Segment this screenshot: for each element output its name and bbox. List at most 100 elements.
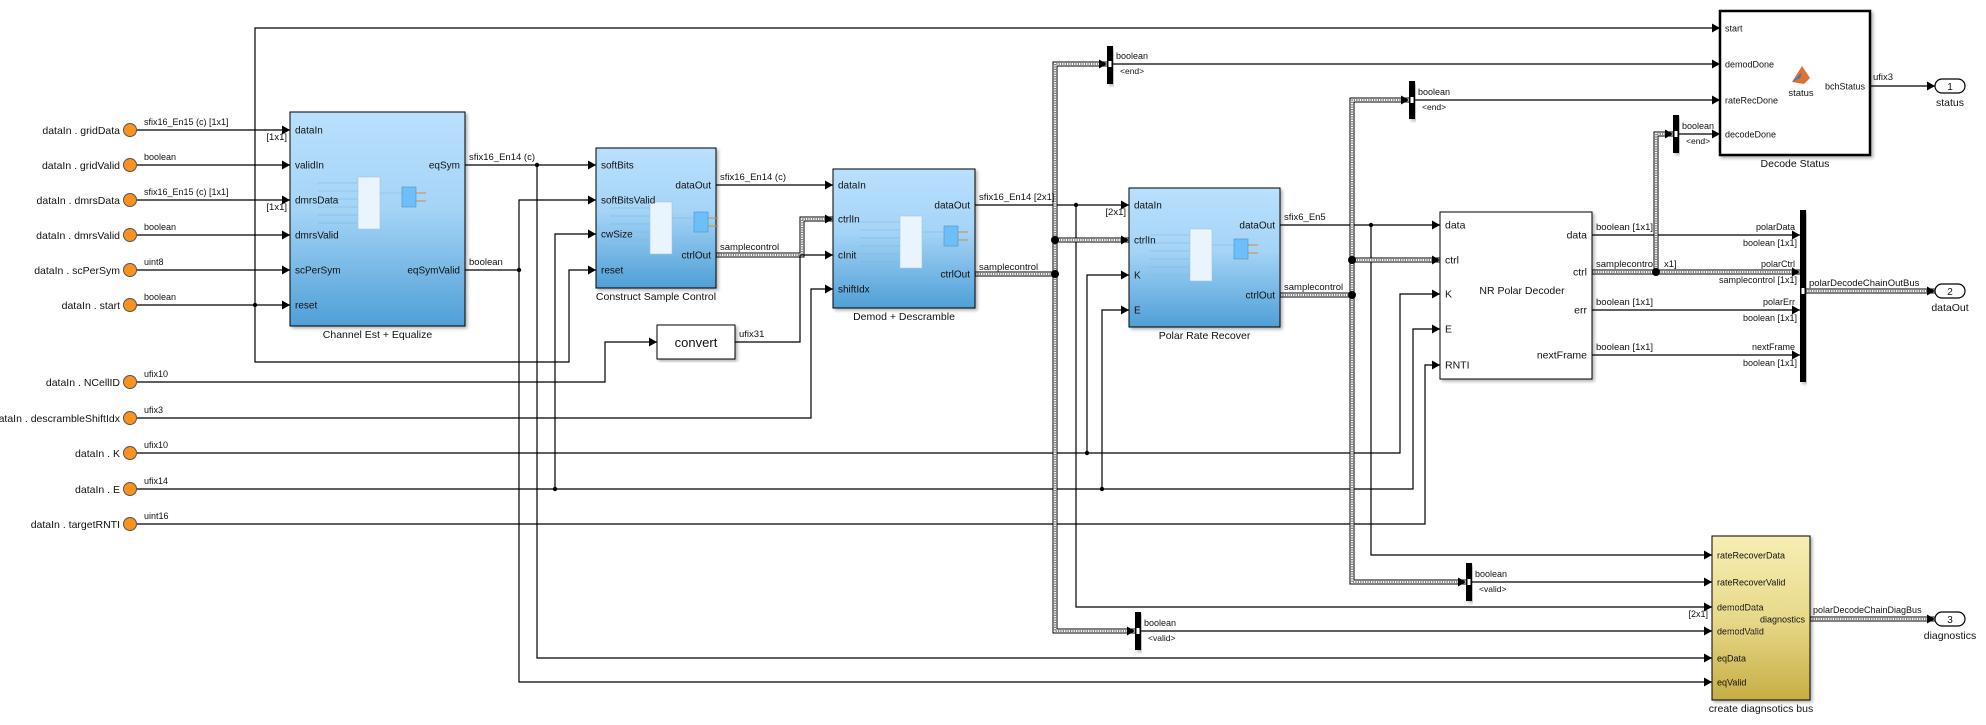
inport-icon[interactable]	[123, 482, 137, 496]
wire-dec-nextframe[interactable]	[1592, 350, 1800, 360]
wire-rr-valid[interactable]	[1472, 577, 1712, 587]
block-body[interactable]	[1439, 211, 1593, 380]
wire-construct-dataout[interactable]	[716, 180, 833, 190]
wire-rr-dataout[interactable]	[1280, 220, 1440, 230]
input-port-label: demodData	[1717, 603, 1764, 613]
wire-eqsym-to-diag[interactable]	[536, 165, 1712, 663]
bus-creator-bar[interactable]	[1800, 210, 1806, 382]
inport-icon[interactable]	[123, 446, 137, 460]
bus-demod-to-selector-valid[interactable]	[1052, 274, 1135, 636]
bus-selector-0[interactable]: boolean<end>	[1107, 46, 1148, 84]
inport-icon[interactable]	[123, 375, 137, 389]
wire-rr-data-to-diag[interactable]	[1370, 225, 1712, 560]
wire-eqsymvalid-to-diag[interactable]	[518, 270, 1712, 687]
wire-demod-valid[interactable]	[1141, 626, 1712, 636]
wire-e-to-cwsize[interactable]	[554, 229, 596, 490]
bus-selector-2[interactable]: boolean<end>	[1673, 115, 1714, 153]
block-body[interactable]	[656, 324, 736, 360]
bus-selector-1[interactable]: boolean<end>	[1409, 81, 1450, 119]
bus-rr-to-selector-valid[interactable]	[1349, 295, 1466, 587]
signal-line-path	[1370, 225, 1712, 556]
wire-dec-data[interactable]	[1592, 230, 1800, 240]
block-channel-est[interactable]: dataInvalidIndmrsDatadmrsValidscPerSymre…	[289, 111, 466, 341]
block-diag[interactable]: rateRecoverDatarateRecoverValiddemodData…	[1709, 535, 1813, 715]
bus-construct-ctrlout[interactable]	[716, 214, 833, 258]
wire-ncellid[interactable]	[137, 337, 657, 383]
wire-0[interactable]	[137, 125, 290, 135]
bus-demod-to-rate-recover[interactable]	[1055, 235, 1129, 245]
block-construct[interactable]: softBitssoftBitsValidcwSizeresetdataOutc…	[595, 147, 718, 303]
outport-name: diagnostics	[1924, 630, 1977, 642]
wire-start-to-decode-status[interactable]	[254, 23, 1720, 306]
wire-5[interactable]	[137, 300, 290, 310]
wire-eqsymvalid-to-construct[interactable]	[518, 195, 596, 271]
inport-icon[interactable]	[123, 411, 137, 425]
bus-selector-3[interactable]: boolean<valid>	[1466, 563, 1507, 601]
wire-e-to-decoder[interactable]	[137, 324, 1440, 490]
bus-selector-port	[1674, 131, 1678, 137]
block-demod[interactable]: dataInctrlIncInitshiftIdxdataOutctrlOutD…	[832, 168, 976, 323]
bus-diag[interactable]	[1810, 614, 1935, 624]
wire-e-to-rate-recover[interactable]	[1101, 305, 1129, 490]
bus-dec-to-selector-end[interactable]	[1653, 129, 1673, 273]
wire-demod-done[interactable]	[1113, 59, 1720, 69]
inport-icon[interactable]	[123, 298, 137, 312]
wire-demod-dataout[interactable]	[975, 200, 1129, 210]
arrowhead-icon	[1121, 200, 1129, 210]
block-body[interactable]	[1718, 9, 1872, 157]
wire-decode-done[interactable]	[1679, 129, 1720, 139]
outport-icon[interactable]	[1934, 611, 1966, 627]
block-convert[interactable]: convert	[656, 324, 736, 360]
wire-2[interactable]	[137, 195, 290, 205]
wire-bchstatus[interactable]	[1870, 81, 1935, 91]
bus-rr-to-decoder[interactable]	[1352, 255, 1440, 265]
input-port-label: dmrsValid	[295, 231, 339, 242]
bus-dec-ctrl[interactable]	[1592, 267, 1800, 277]
wire-3[interactable]	[137, 230, 290, 240]
signal-label: sfix16_En14 (c)	[720, 172, 786, 183]
wire-descramble-shift[interactable]	[137, 284, 833, 419]
inport-icon[interactable]	[123, 158, 137, 172]
wire-eqsym[interactable]	[465, 160, 596, 170]
wire-k-to-rate-recover[interactable]	[1086, 270, 1129, 454]
bus-selector-4[interactable]: boolean<valid>	[1135, 612, 1176, 650]
wire-convert-out[interactable]	[735, 250, 833, 343]
inport-icon[interactable]	[123, 123, 137, 137]
inport-icon[interactable]	[123, 517, 137, 531]
wire-4[interactable]	[137, 265, 290, 275]
wire-dec-err[interactable]	[1592, 305, 1800, 315]
wire-ratercdone[interactable]	[1415, 95, 1720, 105]
inport-icon[interactable]	[123, 193, 137, 207]
wire-start-to-construct-reset[interactable]	[254, 265, 596, 363]
wire-rnti[interactable]	[137, 360, 1440, 525]
wire-demod-data-to-diag[interactable]	[1075, 205, 1712, 612]
block-decode-status[interactable]: startdemodDonerateRecDonedecodeDonebchSt…	[1718, 9, 1872, 170]
bus-rr-to-selector-end[interactable]	[1349, 95, 1409, 296]
block-body[interactable]	[1711, 535, 1811, 701]
bus-demod-to-selector-end[interactable]	[1052, 59, 1107, 275]
wire-k-to-decoder[interactable]	[137, 289, 1440, 454]
inport-icon[interactable]	[123, 228, 137, 242]
bus-out[interactable]	[1806, 286, 1935, 296]
wire-1[interactable]	[137, 160, 290, 170]
inport-icon[interactable]	[123, 263, 137, 277]
outport-icon[interactable]	[1934, 283, 1966, 299]
outport-icon[interactable]	[1934, 78, 1966, 94]
